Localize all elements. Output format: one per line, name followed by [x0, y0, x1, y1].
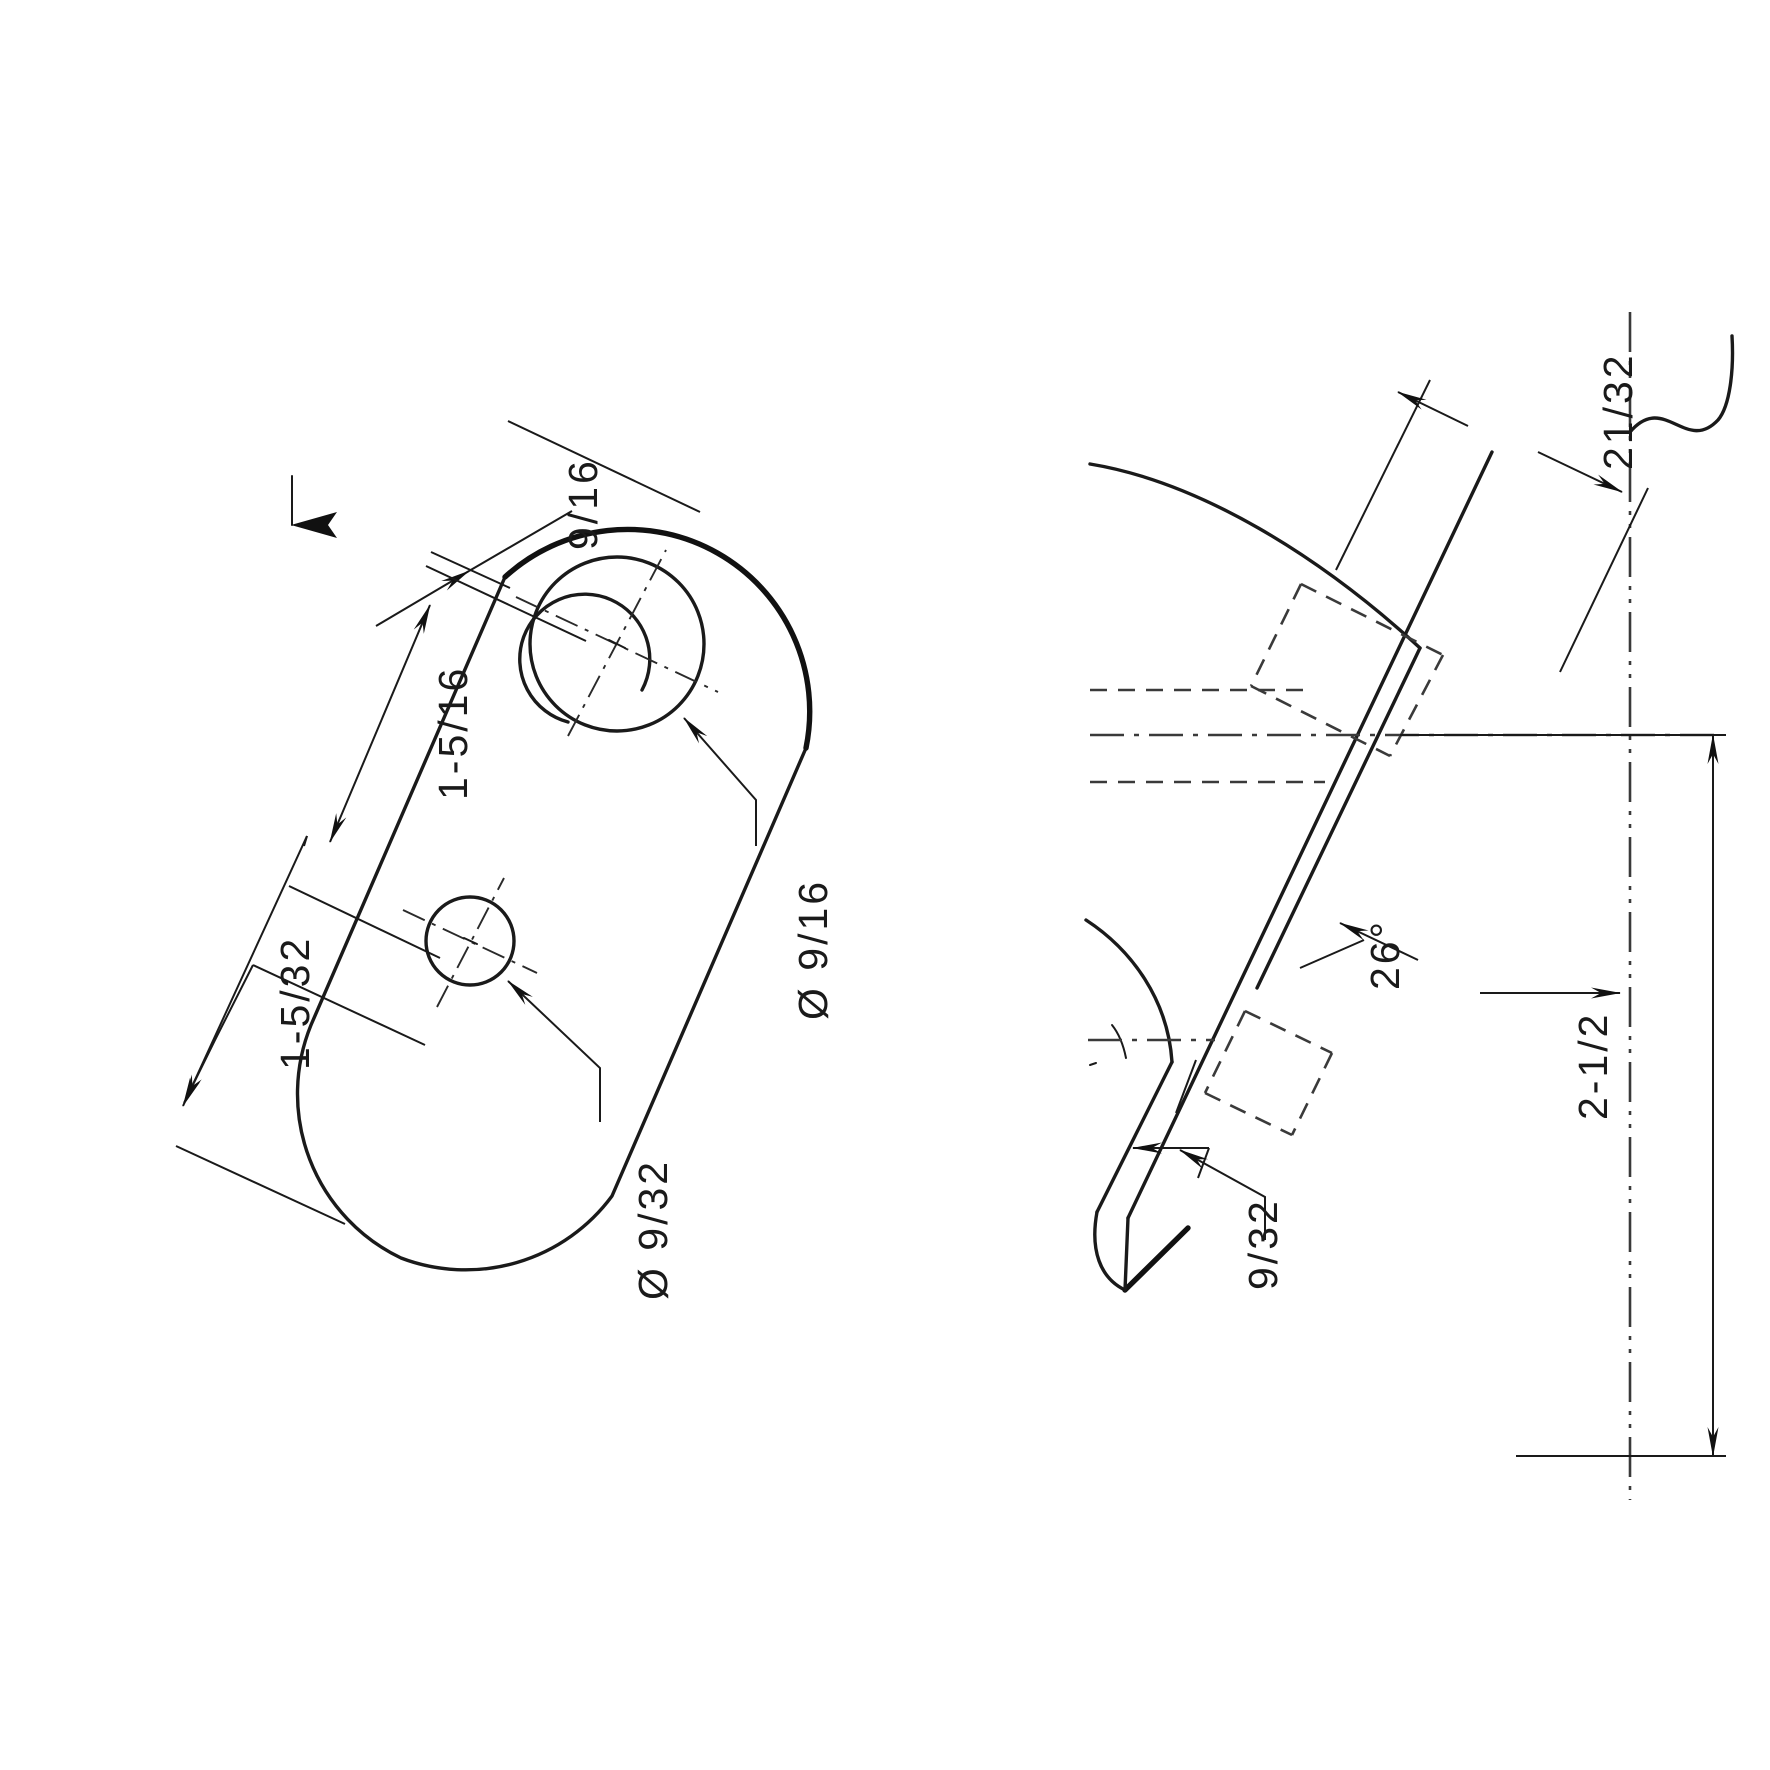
- left-view-geometry: [175, 420, 813, 1272]
- blade-lower-rear-edge: [1095, 1060, 1174, 1214]
- dim-1-5-16: [288, 565, 587, 959]
- dim-1-5-32: [175, 835, 426, 1225]
- large-hole-inner-arc: [518, 592, 652, 724]
- heel-dot-mark: [1089, 1062, 1097, 1066]
- right-view-geometry: [1084, 312, 1735, 1500]
- hidden-slot-upper: [1249, 582, 1445, 758]
- dim-9-16-left: [375, 420, 701, 627]
- small-hole-centerlines: [402, 877, 538, 1008]
- dim-21-32: [1335, 379, 1649, 673]
- large-hole-centerlines: [515, 549, 719, 737]
- blade-front-edge: [1126, 450, 1494, 1220]
- dim-26-degree: [1299, 922, 1621, 999]
- dim-9-32-right: [1132, 1059, 1266, 1240]
- leader-dia-9-32: [507, 980, 601, 1122]
- heel-small-arc: [1111, 1024, 1127, 1059]
- blade-tip-return: [1123, 1216, 1130, 1292]
- break-line: [1628, 334, 1735, 434]
- dim-2-1-2: [1400, 734, 1726, 1457]
- blade-nose-curve: [1093, 1210, 1127, 1292]
- hidden-slot-lower: [1203, 1009, 1334, 1137]
- blade-rear-edge-upper: [1255, 646, 1422, 990]
- plate-outline: [295, 575, 808, 1272]
- large-hole-circle: [528, 555, 706, 733]
- plate-top-arc: [502, 526, 813, 751]
- small-hole-circle: [424, 895, 516, 987]
- leader-dia-9-16: [683, 717, 757, 846]
- blade-tip-chamfer: [1122, 1225, 1191, 1293]
- blade-top-curve: [1088, 462, 1422, 650]
